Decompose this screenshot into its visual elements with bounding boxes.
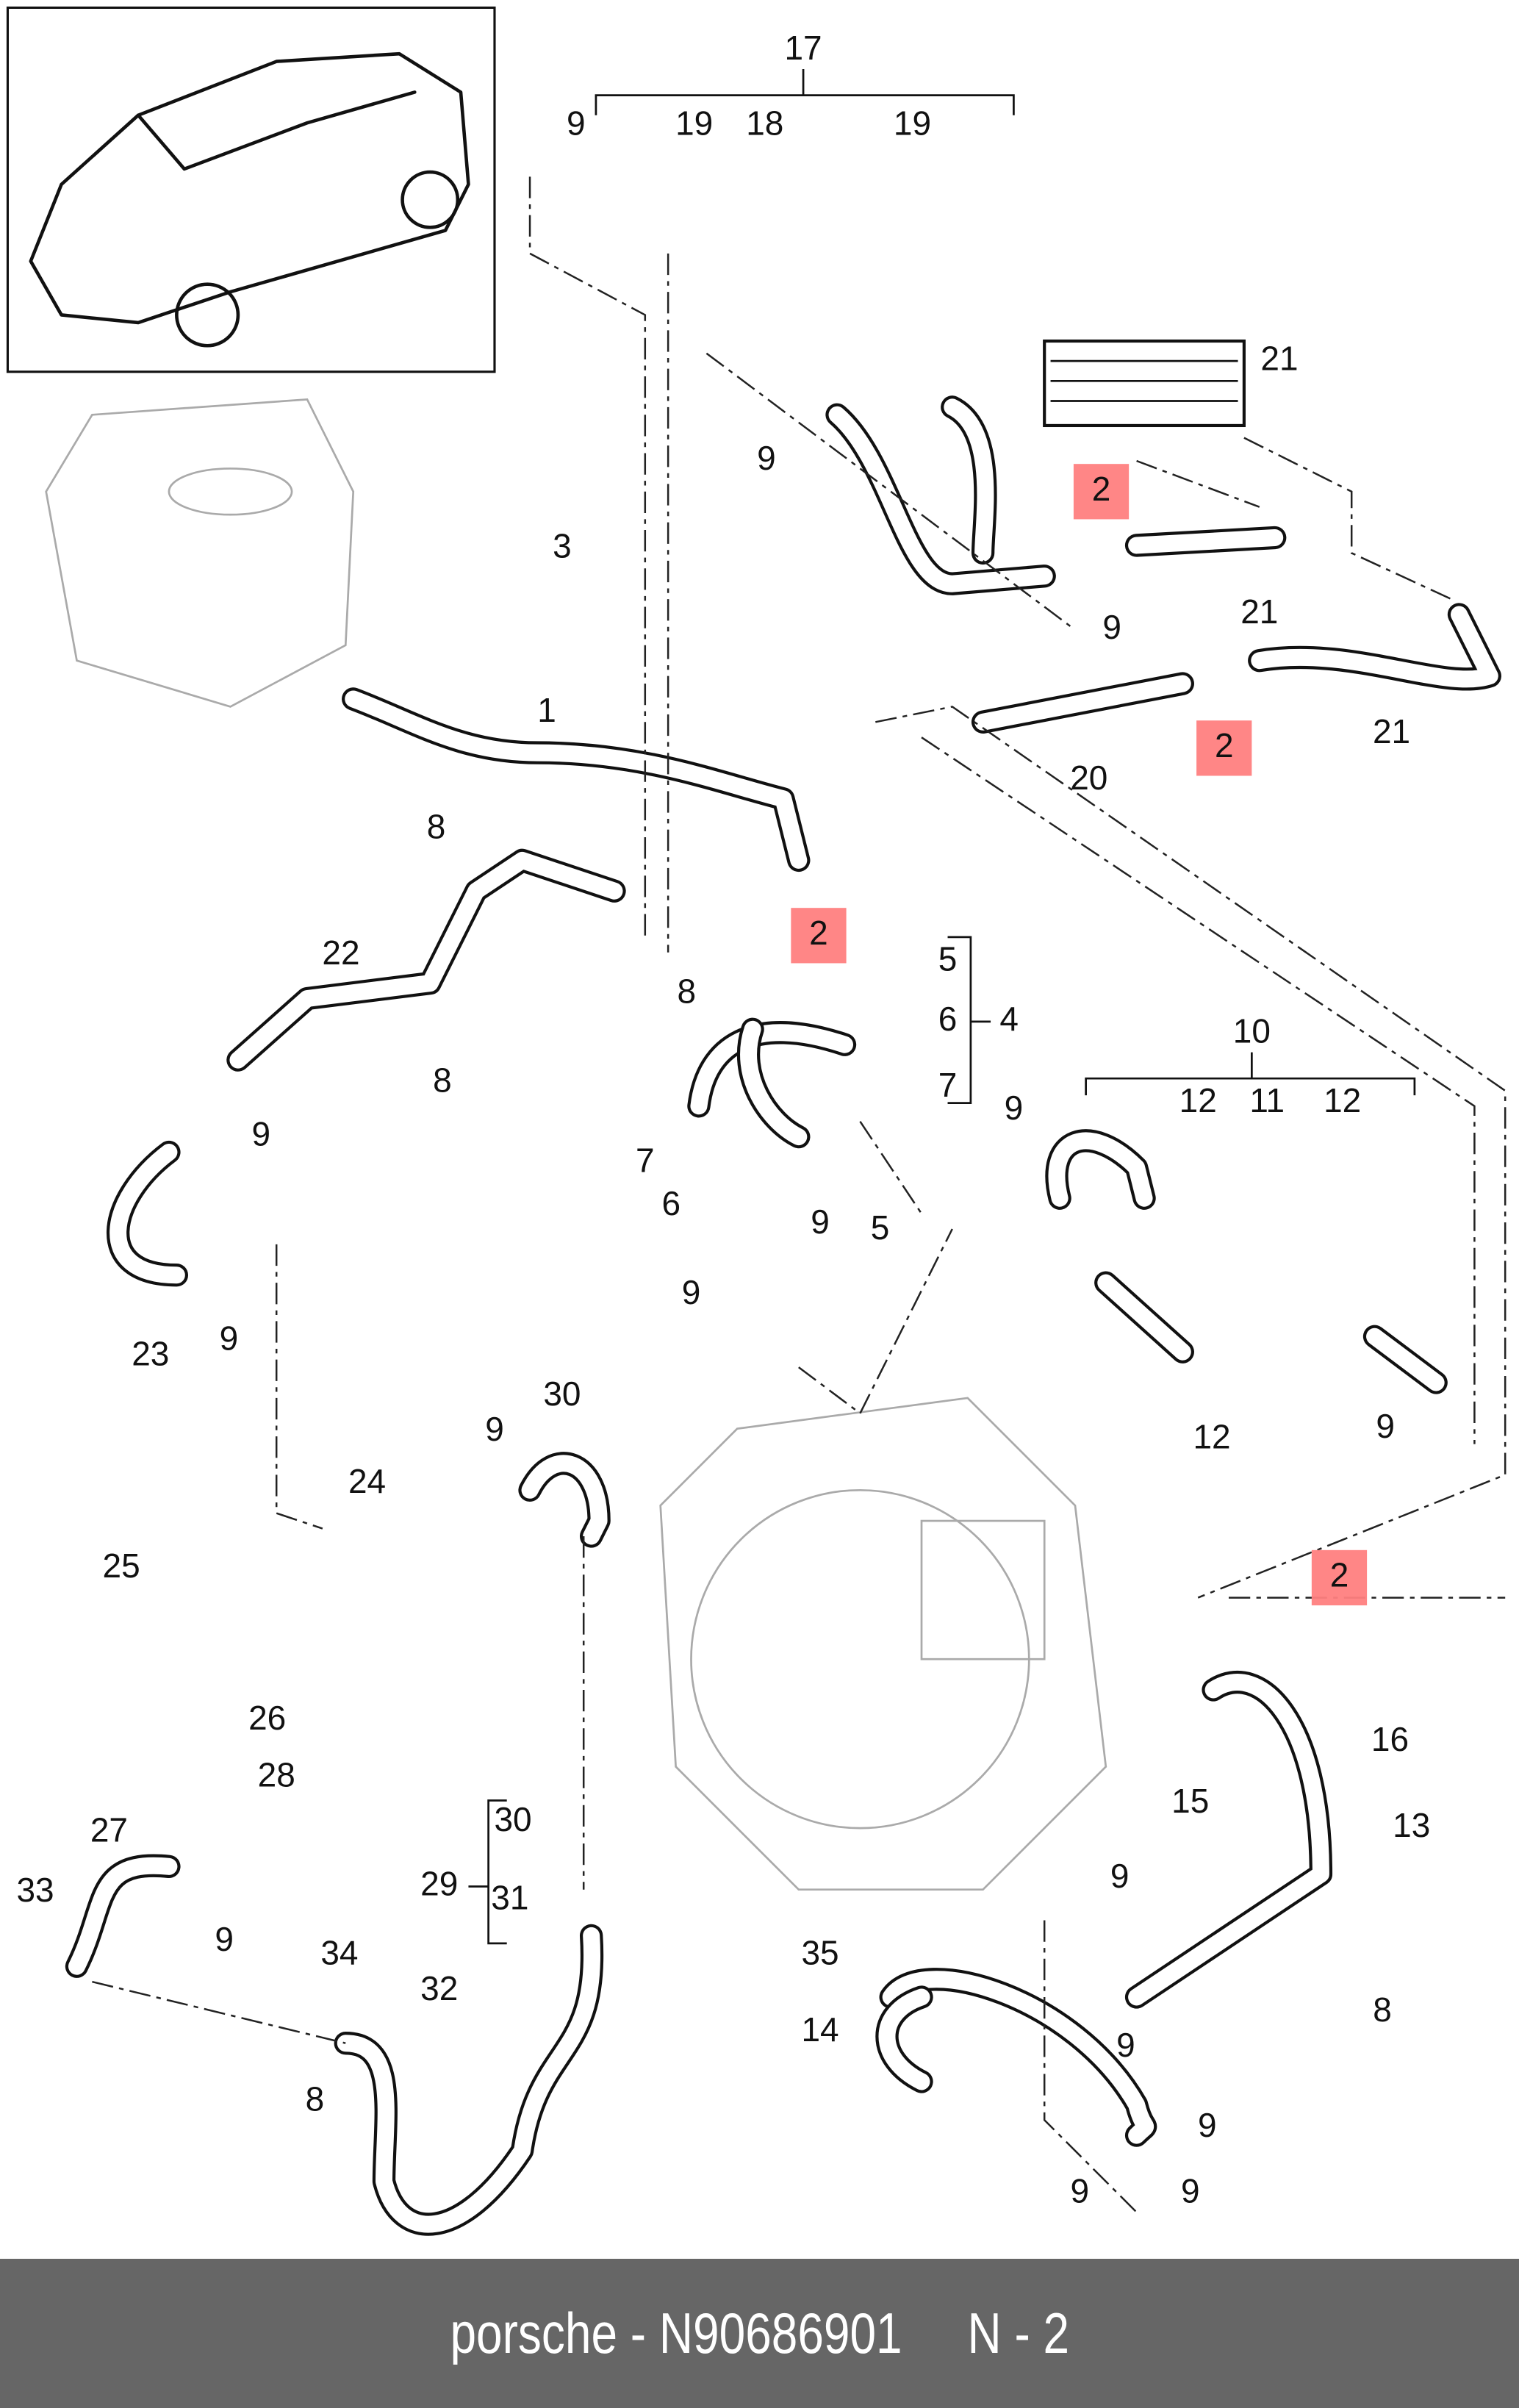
part-callout-29: 29: [420, 1865, 458, 1903]
part-callout-8: 8: [427, 808, 446, 846]
part-callout-12: 12: [1193, 1417, 1230, 1455]
part-callout-21: 21: [1240, 592, 1278, 631]
part-callout-30: 30: [543, 1375, 581, 1413]
footer-bar: porsche - N90686901 N - 2: [0, 2259, 1519, 2408]
part-callout-9: 9: [1070, 2172, 1089, 2210]
part-callout-1: 1: [537, 691, 556, 729]
part-callout-20: 20: [1070, 759, 1107, 797]
part-callout-9: 9: [252, 1115, 271, 1153]
part-callout-6: 6: [662, 1184, 681, 1222]
vehicle-thumbnail: [6, 6, 496, 373]
part-callout-9: 9: [757, 439, 776, 477]
part-callout-35: 35: [801, 1934, 838, 1972]
part-callout-6: 6: [938, 1000, 958, 1038]
highlighted-part-marker: [791, 908, 847, 964]
part-callout-17: 17: [784, 29, 822, 67]
part-callout-9: 9: [1376, 1407, 1395, 1445]
part-callout-33: 33: [16, 1871, 54, 1909]
part-callout-7: 7: [636, 1141, 655, 1179]
group-brackets: [468, 69, 1416, 1945]
part-callout-9: 9: [811, 1203, 830, 1241]
part-callout-9: 9: [1198, 2106, 1217, 2144]
part-callout-23: 23: [132, 1335, 169, 1373]
part-callout-12: 12: [1179, 1081, 1217, 1119]
part-callout-9: 9: [1102, 608, 1121, 646]
part-callout-16: 16: [1371, 1720, 1409, 1758]
highlighted-part-marker: [1311, 1549, 1368, 1606]
oil-cooler: [1043, 339, 1246, 428]
part-callout-28: 28: [258, 1755, 295, 1794]
part-callout-2: 2: [809, 914, 828, 952]
transmission-housing: [659, 1397, 1107, 1891]
part-callout-5: 5: [871, 1208, 890, 1247]
part-callout-8: 8: [306, 2079, 325, 2118]
part-callout-30: 30: [494, 1800, 531, 1838]
part-callout-8: 8: [1373, 1990, 1392, 2029]
part-callout-24: 24: [348, 1462, 386, 1500]
part-callout-26: 26: [248, 1699, 286, 1737]
part-callout-27: 27: [90, 1811, 128, 1849]
part-callout-9: 9: [1005, 1089, 1024, 1127]
part-callout-8: 8: [433, 1061, 452, 1100]
part-callout-7: 7: [938, 1066, 958, 1104]
part-callout-15: 15: [1171, 1782, 1209, 1820]
highlighted-part-marker: [1196, 720, 1252, 776]
part-callout-32: 32: [420, 1969, 458, 2007]
part-callout-12: 12: [1324, 1081, 1361, 1119]
part-callout-18: 18: [746, 104, 783, 143]
coolant-expansion-tank: [45, 398, 355, 708]
part-callout-9: 9: [220, 1319, 239, 1358]
part-callout-9: 9: [485, 1410, 504, 1448]
part-callout-19: 19: [675, 104, 713, 143]
part-callout-22: 22: [322, 934, 359, 972]
part-callout-9: 9: [1181, 2172, 1200, 2210]
part-callout-4: 4: [999, 1000, 1019, 1038]
part-callout-13: 13: [1393, 1806, 1430, 1844]
part-callout-21: 21: [1260, 339, 1298, 377]
part-callout-25: 25: [103, 1547, 140, 1585]
diagram-canvas: 1791918192192392122120182586472281091211…: [6, 6, 1507, 2236]
footer-caption: porsche - N90686901 N - 2: [450, 2301, 1069, 2365]
part-callout-9: 9: [1116, 2026, 1135, 2064]
part-callout-34: 34: [320, 1934, 358, 1972]
part-callout-10: 10: [1233, 1012, 1271, 1050]
part-callout-3: 3: [553, 526, 572, 565]
part-callout-9: 9: [1110, 1857, 1130, 1895]
highlighted-part-marker: [1073, 464, 1130, 520]
part-callout-11: 11: [1249, 1081, 1285, 1119]
part-callout-2: 2: [1092, 470, 1111, 508]
part-callout-9: 9: [215, 1920, 234, 1958]
part-callout-2: 2: [1215, 726, 1234, 764]
part-callout-21: 21: [1373, 712, 1410, 750]
part-callout-19: 19: [894, 104, 931, 143]
part-callout-31: 31: [491, 1878, 528, 1916]
part-callout-5: 5: [938, 939, 958, 978]
part-callout-9: 9: [567, 104, 586, 143]
part-callout-9: 9: [682, 1273, 701, 1311]
part-callout-8: 8: [677, 972, 696, 1010]
hoses: [65, 395, 1501, 2236]
assembly-lines: [92, 176, 1507, 2213]
part-callout-14: 14: [801, 2010, 838, 2049]
part-callout-2: 2: [1330, 1556, 1349, 1594]
